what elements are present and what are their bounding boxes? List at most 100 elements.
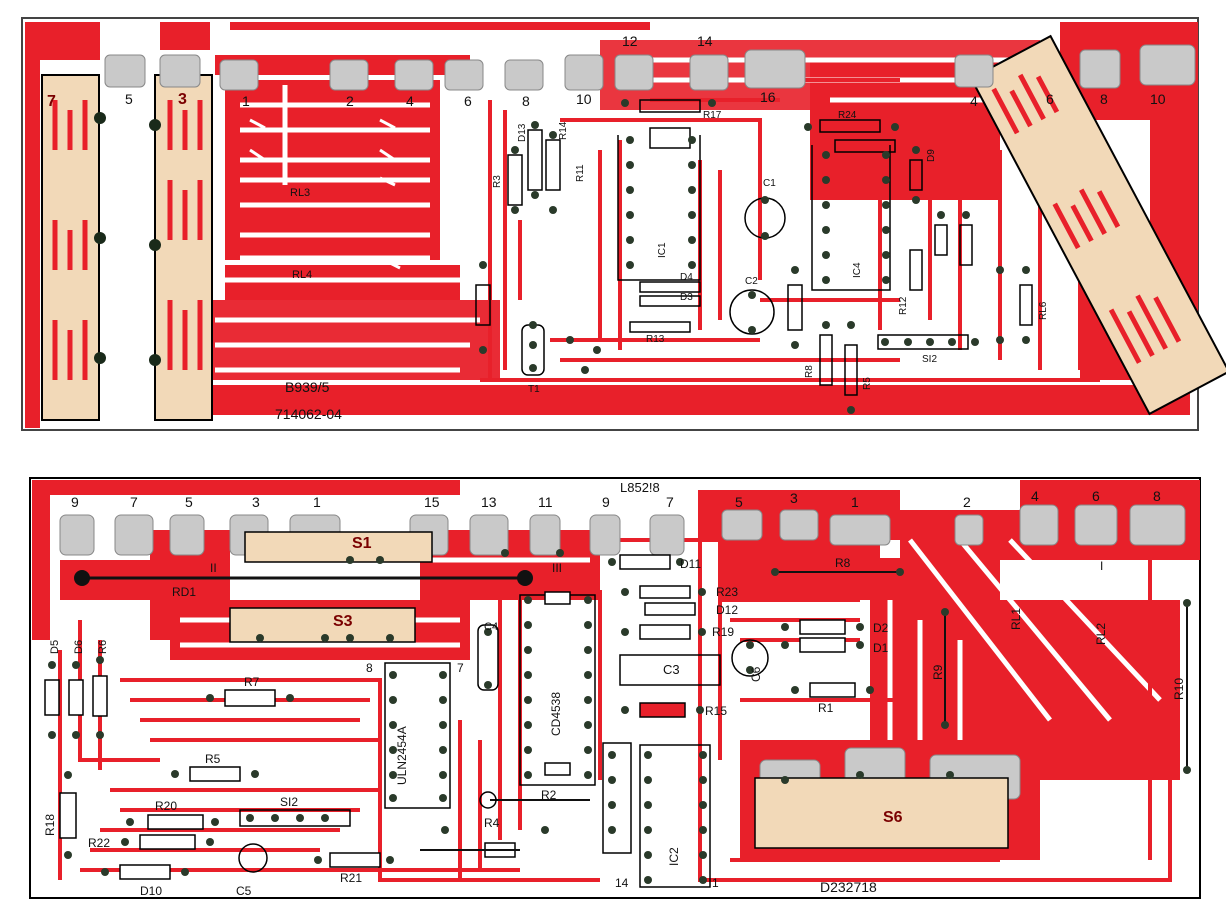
component-label: CD4538 — [549, 692, 563, 736]
bottom-board — [29, 477, 1201, 899]
component-label: SI2 — [280, 795, 298, 809]
component-label: R10 — [1172, 678, 1186, 700]
component-label: T1 — [528, 384, 540, 395]
pcb-code: D232718 — [820, 879, 877, 895]
component-label: R5 — [862, 377, 873, 390]
pcb-code: 714062-04 — [275, 406, 342, 422]
component-label: D1 — [873, 641, 889, 655]
component-label: R5 — [205, 752, 221, 766]
roman-label: III — [552, 561, 562, 575]
pin-label: 7 — [457, 661, 464, 675]
component-label: C1 — [763, 178, 776, 189]
pad-number: 10 — [1150, 91, 1166, 107]
component-label: R14 — [558, 121, 569, 140]
pad-number: 2 — [346, 93, 354, 109]
component-label: R24 — [838, 110, 857, 121]
component-label: R4 — [484, 816, 500, 830]
roman-label: II — [210, 561, 217, 575]
pad-number: 5 — [735, 494, 743, 510]
pcb-code: B939/5 — [285, 379, 330, 395]
pad-number: 13 — [481, 494, 497, 510]
component-label: IC4 — [852, 262, 863, 278]
pad-number: 14 — [697, 33, 713, 49]
component-label: R18 — [43, 814, 57, 836]
switch-label: S6 — [883, 809, 903, 826]
pad-number: 1 — [851, 494, 859, 510]
component-label: R17 — [703, 110, 722, 121]
component-label: R8 — [835, 556, 851, 570]
pad-number: 1 — [242, 93, 250, 109]
component-label: R12 — [898, 296, 909, 315]
pcb-code-mirror: L852!8 — [620, 480, 660, 495]
pad-number: 5 — [185, 494, 193, 510]
component-label: R11 — [575, 164, 586, 182]
pad-number: 9 — [71, 494, 79, 510]
component-label: RD1 — [172, 585, 196, 599]
pad-number: 7 — [130, 494, 138, 510]
component-label: D3 — [680, 292, 693, 303]
component-label: C4 — [484, 621, 498, 633]
pad-number: 7 — [666, 494, 674, 510]
component-label: D6 — [73, 640, 85, 654]
component-label: R3 — [492, 175, 503, 188]
pad-number: 8 — [522, 93, 530, 109]
relay-label: RL1 — [1009, 608, 1023, 630]
relay-label: RL2 — [1094, 623, 1108, 645]
component-label: R21 — [340, 871, 362, 885]
pad-number: 11 — [538, 494, 553, 510]
component-label: R7 — [244, 675, 260, 689]
component-label: D11 — [680, 557, 701, 571]
pad-number: 8 — [1153, 488, 1161, 504]
switch-label: S1 — [352, 535, 372, 552]
component-label: R8 — [804, 365, 815, 378]
component-label: R13 — [646, 334, 665, 345]
component-label: RL6 — [1038, 301, 1049, 320]
pad-number: 10 — [576, 91, 592, 107]
bottom-labels: D232718 L852!8 9 7 5 3 1 15 13 11 9 7 5 … — [43, 480, 1186, 898]
component-label: IC1 — [657, 242, 668, 258]
roman-label: I — [1100, 559, 1103, 573]
pad-number: 4 — [970, 93, 978, 109]
pad-number: 3 — [252, 494, 260, 510]
component-label: D9 — [926, 149, 937, 162]
component-label: R9 — [931, 664, 945, 680]
pad-number: 6 — [1046, 91, 1054, 107]
pad-number: 4 — [406, 93, 414, 109]
component-label: ULN2454A — [395, 726, 409, 785]
component-label: R23 — [716, 585, 738, 599]
pad-number: 3 — [790, 490, 798, 506]
pad-number: 3 — [178, 91, 187, 108]
component-label: C2 — [745, 276, 758, 287]
relay-label: RL3 — [290, 187, 310, 199]
pad-number: 2 — [963, 494, 971, 510]
component-label: R2 — [541, 788, 557, 802]
component-label: D13 — [517, 123, 528, 142]
component-label: D12 — [716, 603, 738, 617]
component-label: D10 — [140, 884, 162, 898]
component-label: D4 — [680, 272, 693, 283]
relay-label: RL4 — [292, 269, 312, 281]
pad-number: 4 — [1031, 488, 1039, 504]
pad-number: 12 — [622, 33, 638, 49]
pad-number: 1 — [313, 494, 321, 510]
pad-number: 7 — [47, 93, 56, 110]
component-label: R19 — [712, 625, 734, 639]
component-label: R1 — [818, 701, 834, 715]
pad-number: 9 — [602, 494, 610, 510]
component-label: C5 — [236, 884, 252, 898]
pad-number: 8 — [1100, 91, 1108, 107]
pad-number: 6 — [1092, 488, 1100, 504]
component-label: D5 — [49, 640, 61, 654]
component-label: R22 — [88, 836, 110, 850]
component-label: R20 — [155, 799, 177, 813]
pin-label: 8 — [366, 661, 373, 675]
pin-label: 14 — [615, 876, 629, 890]
component-label: IC2 — [667, 847, 681, 866]
component-label: R6 — [97, 640, 109, 654]
component-label: C6 — [749, 666, 763, 682]
component-label: C3 — [663, 662, 680, 677]
pin-label: 1 — [712, 876, 719, 890]
switch-label: S3 — [333, 613, 353, 630]
pad-number: 16 — [760, 89, 776, 105]
